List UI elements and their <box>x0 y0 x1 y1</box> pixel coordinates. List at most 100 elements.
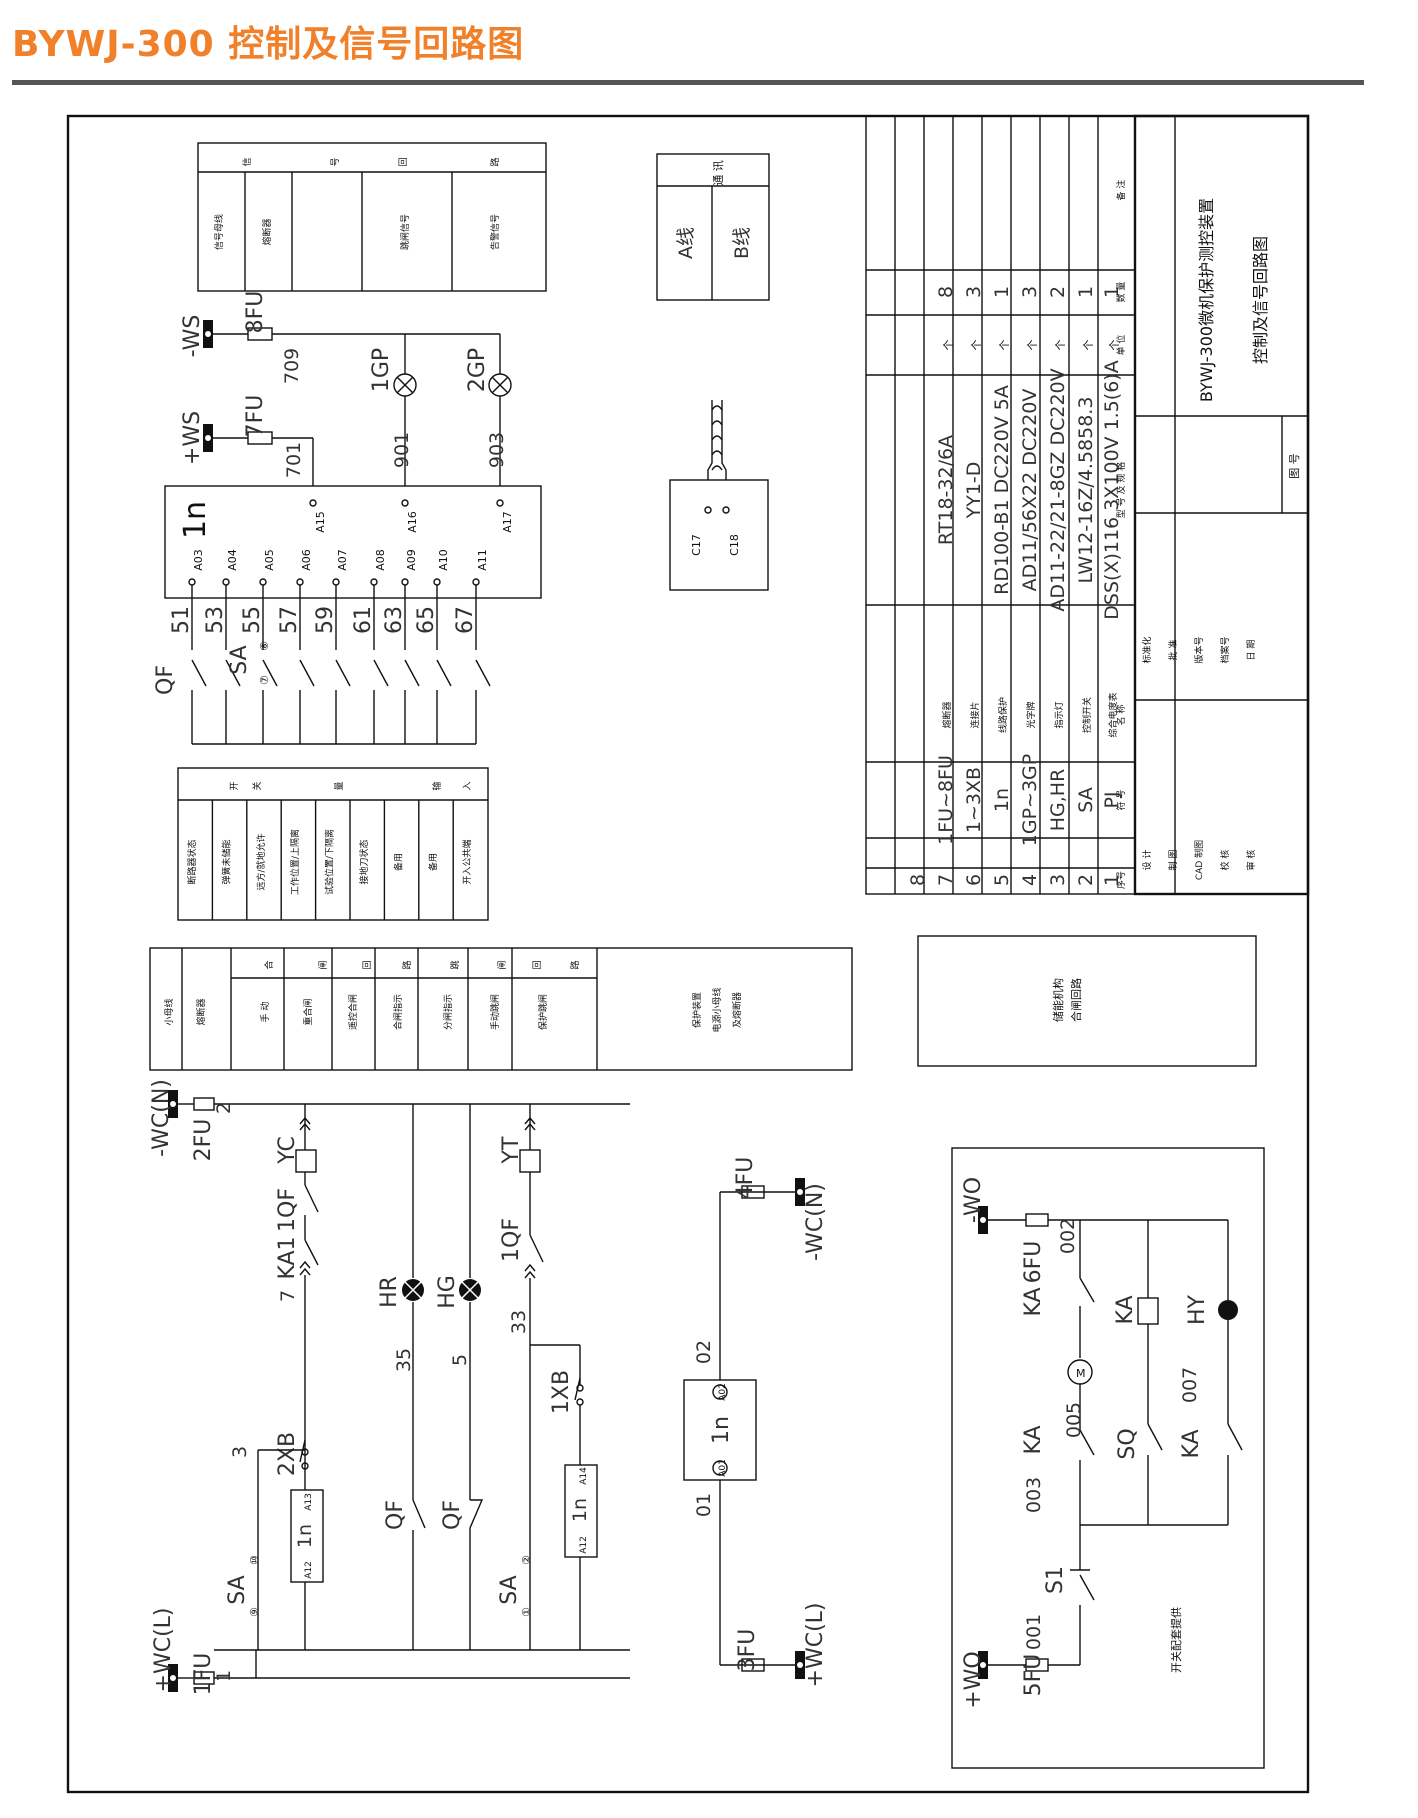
parts-row-no: 2 <box>1075 874 1097 886</box>
parts-row-spec: YY1-D <box>963 462 985 520</box>
comm-a-line: A线 <box>675 227 697 259</box>
fu1-label: 1FU <box>191 1653 216 1696</box>
comm-header: 通 讯 <box>712 160 725 186</box>
wire-01: 01 <box>693 1493 715 1517</box>
switch-cell-3: 工作位置/上隔离 <box>289 829 301 895</box>
wire-53: 53 <box>203 606 228 634</box>
pin-a17: A17 <box>501 511 514 533</box>
parts-row-name: 控制开关 <box>1081 697 1093 733</box>
wc-n-label: -WC(N) <box>803 1183 828 1261</box>
parts-row-qty: 1 <box>991 286 1013 298</box>
pin-a08: A08 <box>374 549 387 571</box>
parts-row-name: 熔断器 <box>941 701 953 728</box>
gp2-label: 2GP <box>465 348 490 392</box>
qf1b-label: 1QF <box>499 1218 524 1262</box>
parts-header-5: 数 量 <box>1115 282 1127 303</box>
c17-label: C17 <box>690 534 703 556</box>
ctrl-trip-header-3: 路 <box>569 960 581 969</box>
ctrl-extra-2: 及熔断器 <box>731 992 743 1028</box>
parts-row-symbol: 1GP~3GP <box>1019 754 1041 846</box>
c18-label: C18 <box>728 534 741 556</box>
wire-63: 63 <box>382 606 407 634</box>
fu2-label: 2FU <box>191 1119 216 1162</box>
wire-1: 1 <box>213 1670 235 1682</box>
wc-n-top-label: -WC(N) <box>149 1079 174 1157</box>
sa-8-label: ⑧ <box>258 641 271 651</box>
parts-row-no: 6 <box>963 874 985 886</box>
ctrl-trip-header-1: 闸 <box>497 960 508 969</box>
wire-3: 3 <box>229 1446 251 1458</box>
qf1-label: 1QF <box>275 1188 300 1232</box>
parts-row-symbol: 1~3XB <box>963 767 985 833</box>
switch-cell-5: 接地刀状态 <box>358 839 370 884</box>
pin-a09: A09 <box>405 549 418 571</box>
parts-table: 序号符 号名 称型 号 及 规 格单 位数 量备 注1PJ综合电度表DSS(X)… <box>865 115 1136 895</box>
fu7-label: 7FU <box>243 395 268 438</box>
ctrl-close-header-3: 路 <box>401 960 413 969</box>
pin-a12: A12 <box>304 1561 314 1579</box>
pin-a11: A11 <box>476 549 489 571</box>
parts-row-qty: 2 <box>1047 286 1069 298</box>
fu8-label: 8FU <box>243 291 268 334</box>
signal-header-0: 信 <box>241 157 253 166</box>
fu3-label: 3FU <box>735 1629 760 1672</box>
tb-role-4: 审 核 <box>1245 850 1257 871</box>
parts-row-unit: 个 <box>998 340 1011 351</box>
wire-65: 65 <box>414 606 439 634</box>
switch-cell-2: 远方/就地允许 <box>255 833 267 890</box>
tb-field-3: 档案号 <box>1219 636 1231 663</box>
comm-b-line: B线 <box>731 227 753 259</box>
wire-51: 51 <box>169 606 194 634</box>
parts-row-qty: 3 <box>963 286 985 298</box>
ctrl-cell-4: 遥控合闸 <box>347 994 359 1030</box>
parts-row-unit: 个 <box>970 340 983 351</box>
gp1-label: 1GP <box>369 348 394 392</box>
pin-a16: A16 <box>406 511 419 533</box>
qf2-label: QF <box>383 1500 408 1530</box>
hg-label: HG <box>435 1275 460 1309</box>
switch-header-3: 输 <box>431 781 443 790</box>
page-title: BYWJ-300 控制及信号回路图 <box>12 24 525 65</box>
sa-1-label: ① <box>520 1607 533 1617</box>
parts-row-symbol: HG,HR <box>1047 769 1069 832</box>
signal-cell-1: 熔断器 <box>261 218 273 245</box>
motor-circuit: -WO 6FU KA 002 M 005 KA 003 KA SQ HY 007… <box>951 1147 1265 1769</box>
ctrl-cell-3: 重合闸 <box>302 998 314 1025</box>
power-circuit: 4FU -WC(N) 02 A02 A01 1n 01 3FU +WC(L) <box>683 1157 828 1688</box>
switch-cell-7: 备用 <box>427 853 439 871</box>
ctrl-close-header-0: 合 <box>263 960 275 969</box>
wire-55: 55 <box>240 606 265 634</box>
parts-row-spec: AD11/56X22 DC220V <box>1019 389 1041 592</box>
drawing-frame <box>66 114 1310 1794</box>
parts-row-unit: 个 <box>1026 340 1039 351</box>
wire-7: 7 <box>277 1290 299 1302</box>
parts-row-spec: RD100-B1 DC220V 5A <box>991 385 1013 595</box>
wire-2: 2 <box>213 1102 235 1114</box>
parts-row-name: 连接片 <box>969 701 981 728</box>
wire-57: 57 <box>277 606 302 634</box>
motor-cell-2: 合闸回路 <box>1069 978 1083 1022</box>
switch-cell-0: 断路器状态 <box>186 839 198 884</box>
signal-cell-4: 告警信号 <box>489 214 501 250</box>
parts-row-spec: AD11-22/21-8GZ DC220V <box>1047 368 1069 611</box>
wire-5: 5 <box>449 1354 471 1366</box>
signal-header-2: 回 <box>398 157 409 166</box>
parts-row-name: 线路保护 <box>997 697 1009 733</box>
pin-a12b: A12 <box>579 1536 589 1554</box>
parts-row-no: 4 <box>1019 874 1041 886</box>
switch-header-1: 关 <box>251 781 263 790</box>
parts-row-name: 光字牌 <box>1025 701 1037 728</box>
wire-701: 701 <box>283 442 305 478</box>
pin-a02: A02 <box>718 1383 728 1401</box>
parts-header-6: 备 注 <box>1115 180 1127 201</box>
wc-l2-label: +WC(L) <box>803 1603 828 1688</box>
wire-005: 005 <box>1063 1402 1085 1438</box>
parts-row-spec: RT18-32/6A <box>935 435 957 545</box>
pin-a04: A04 <box>226 549 239 571</box>
signal-header-3: 路 <box>489 157 501 166</box>
switch-cell-8: 开入公共端 <box>461 839 473 884</box>
relay-1n-a: 1n <box>294 1524 316 1548</box>
tb-field-0: 标准化 <box>1141 636 1153 663</box>
tb-field-2: 版本号 <box>1193 636 1205 663</box>
ctrl-cell-1: 熔断器 <box>195 998 207 1025</box>
